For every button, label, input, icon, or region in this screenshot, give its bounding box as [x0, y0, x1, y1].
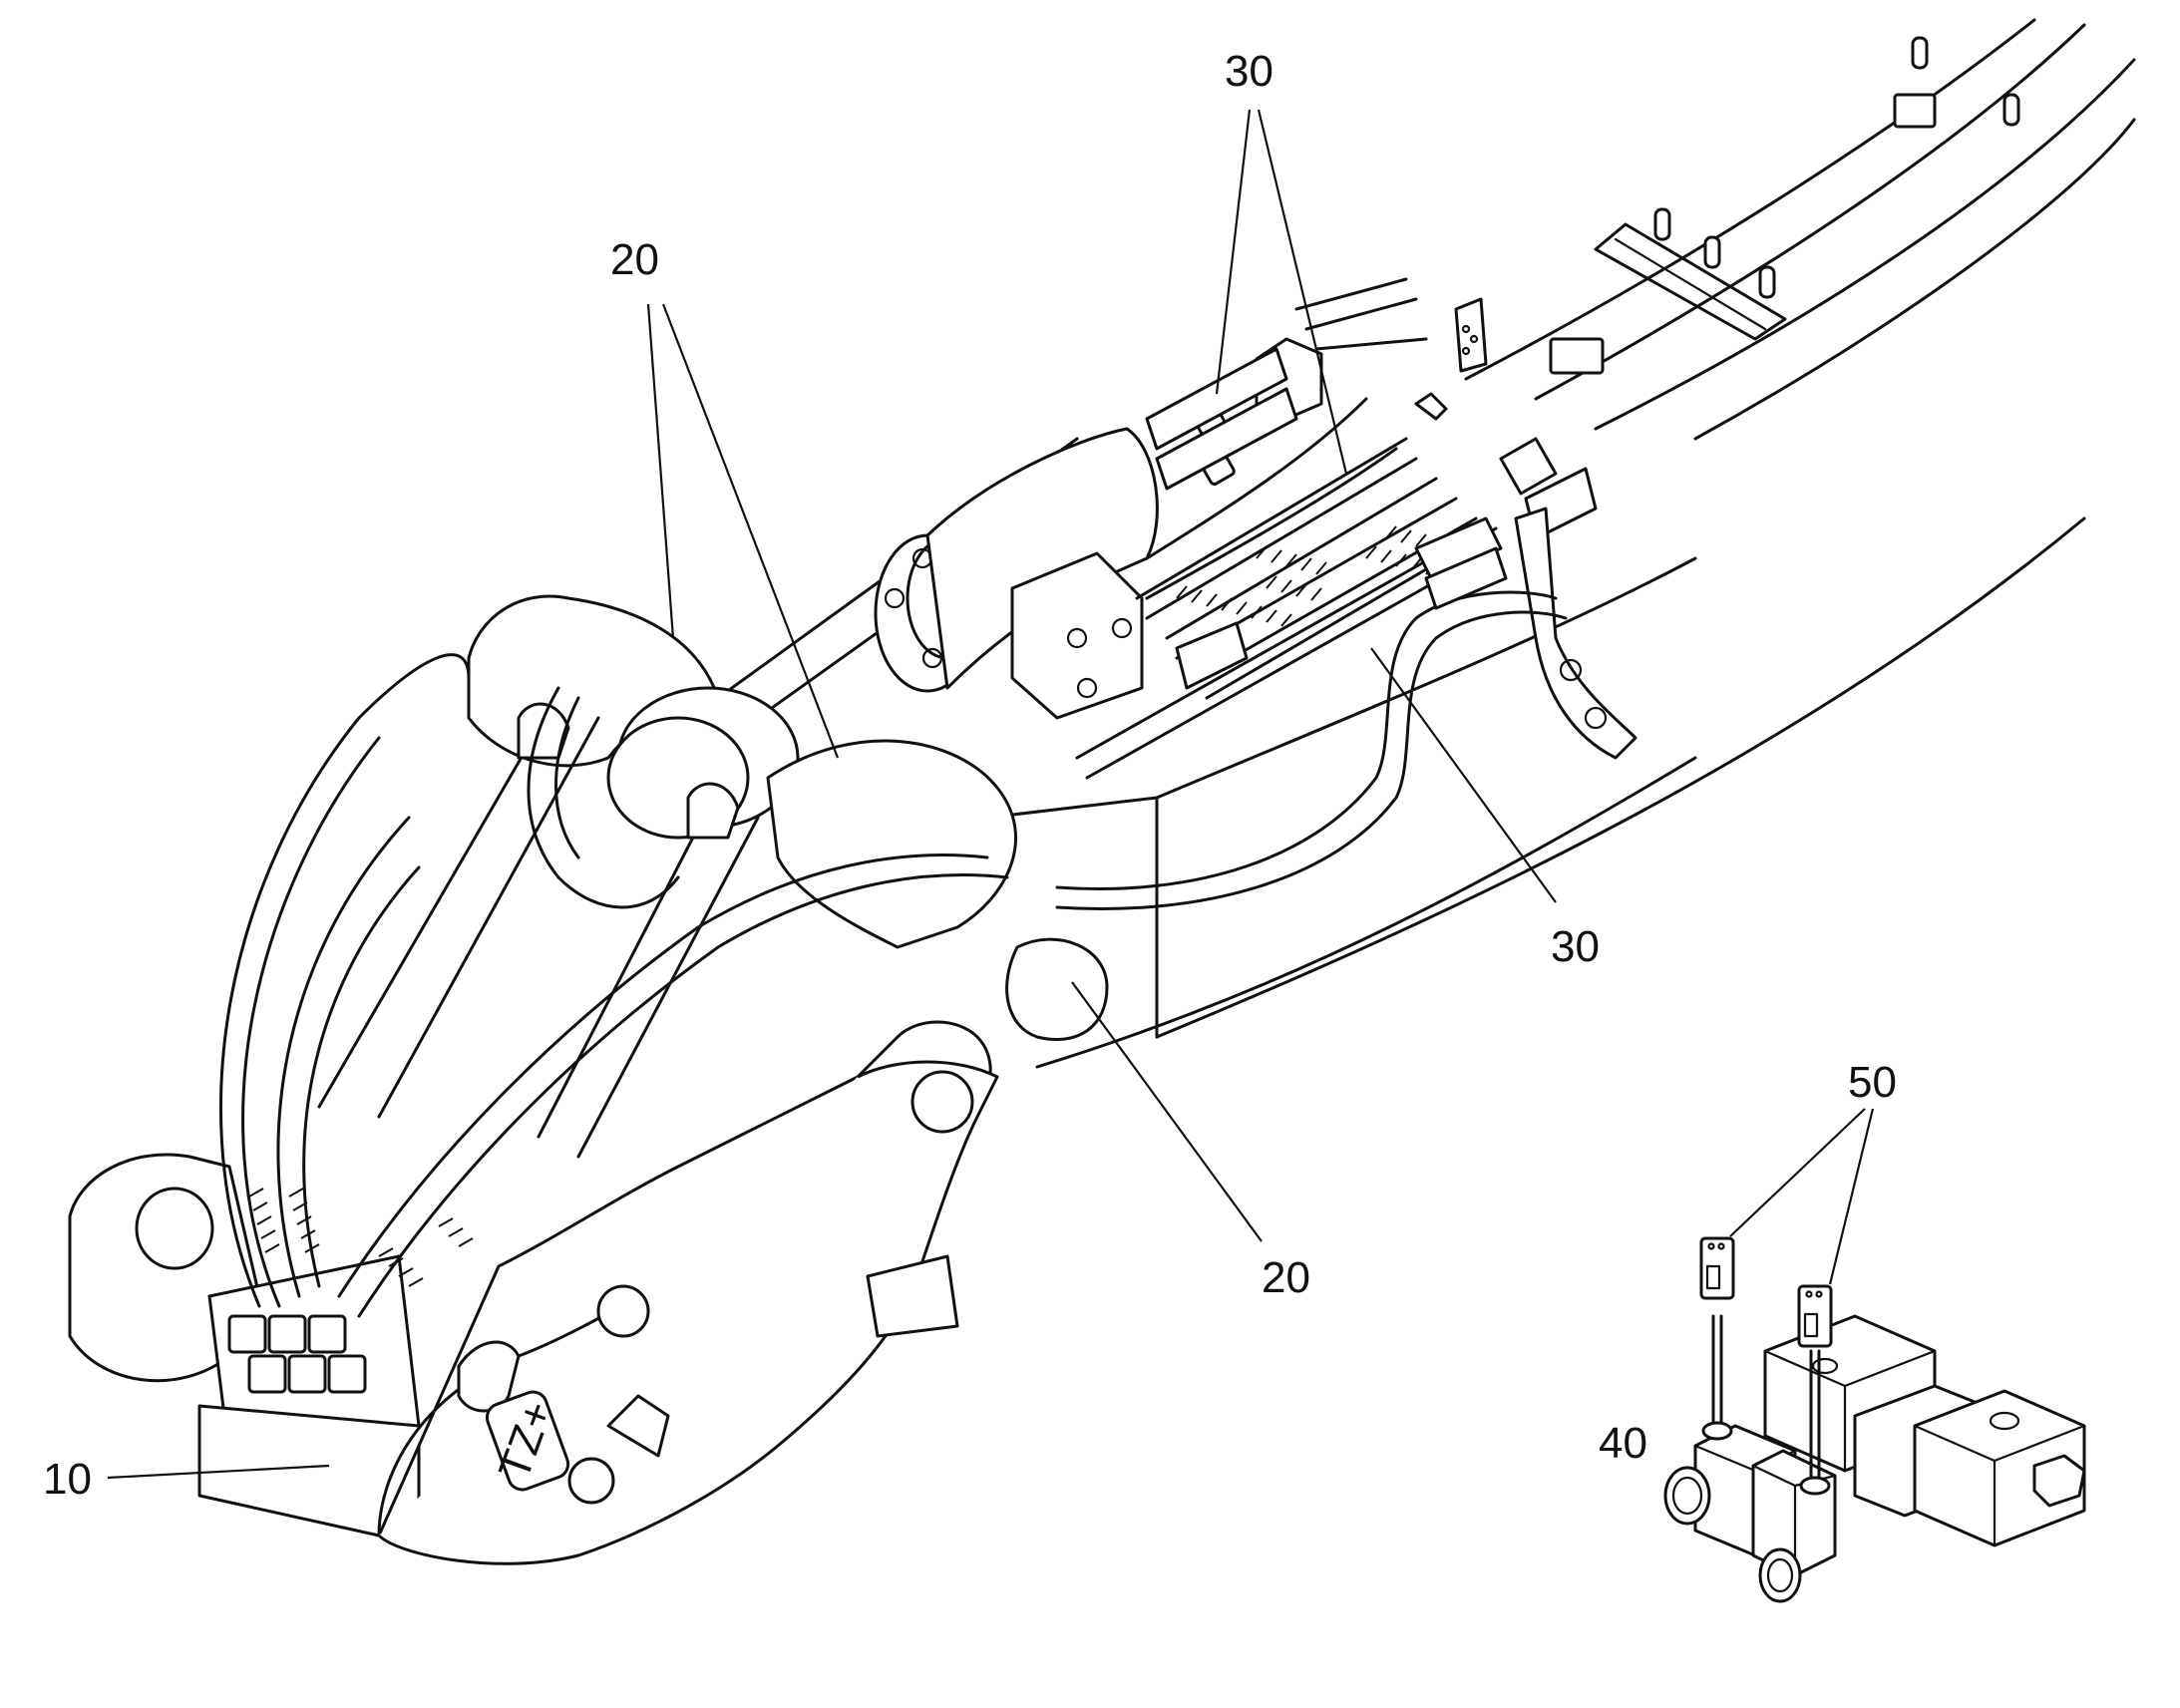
- boom-pins: [1653, 36, 2020, 299]
- ref-10-label: 10: [43, 1455, 92, 1504]
- flexible-hoses: [219, 516, 1568, 1318]
- ref-20-top-label: 20: [610, 235, 659, 284]
- ref-30-top-label: 30: [1225, 47, 1273, 96]
- coupler-hose-ports: [227, 1314, 367, 1394]
- sensor-50-probes: [1699, 1236, 1833, 1496]
- sensor-40-housing: [1663, 1424, 1837, 1603]
- leader-lines: [107, 109, 1875, 1480]
- ref-40-label: 40: [1599, 1419, 1647, 1468]
- hydraulic-cylinder: [716, 397, 1398, 720]
- valve-block-assembly: [1763, 1314, 2086, 1547]
- ref-20-bottom-label: 20: [1262, 1253, 1310, 1302]
- ref-50-label: 50: [1848, 1058, 1897, 1107]
- coupler-marking: TZ+: [485, 1390, 570, 1492]
- upper-hose-bundle: [1075, 277, 1637, 780]
- quick-coupler: TZ+: [68, 1020, 999, 1565]
- ref-30-right-label: 30: [1551, 922, 1600, 971]
- boom-arm: [985, 18, 2136, 1069]
- reference-numerals: 10 20 20 30 30 40 50: [43, 47, 1897, 1504]
